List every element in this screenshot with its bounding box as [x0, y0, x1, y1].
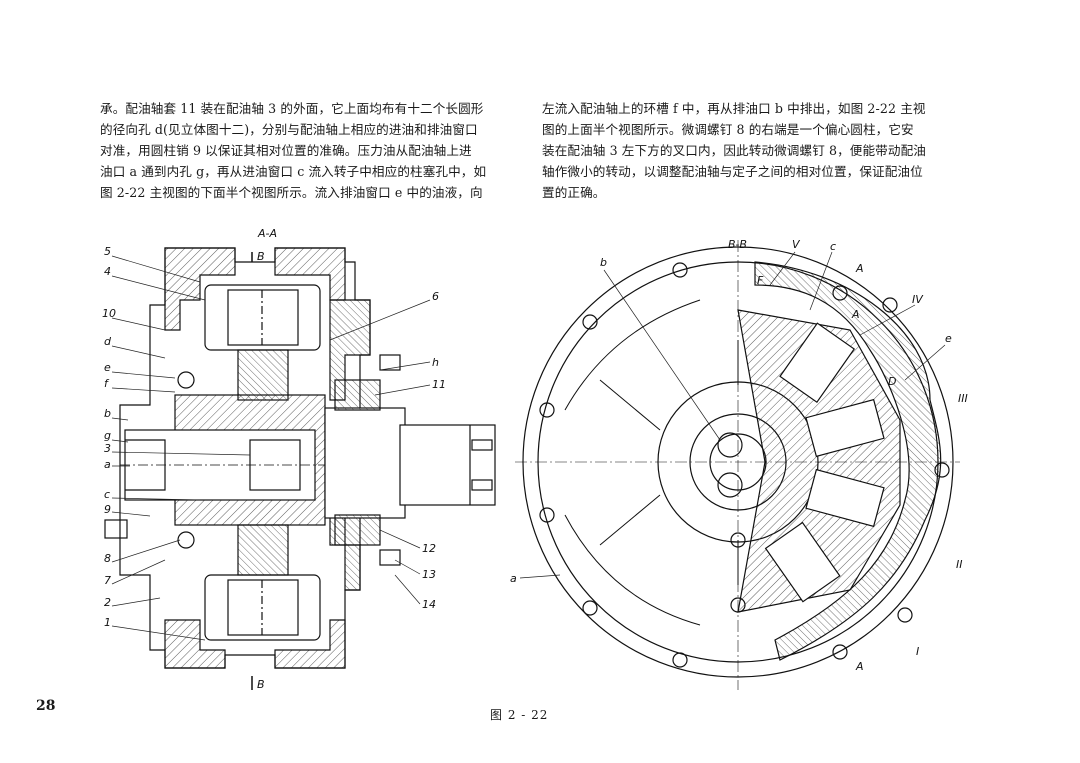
label-h: h: [432, 356, 439, 369]
label-b: b: [104, 407, 111, 420]
figure-caption: 图 2 - 22: [490, 708, 549, 722]
label-2: 2: [104, 596, 111, 609]
section-title-a-a: A-A: [257, 227, 277, 240]
label-3: 3: [104, 442, 111, 455]
text-line: 油口 a 通到内孔 g，再从进油窗口 c 流入转子中相应的柱塞孔中，如: [100, 164, 487, 179]
label-8: 8: [104, 552, 111, 565]
text-line: 左流入配油轴上的环槽 f 中，再从排油口 b 中排出，如图 2-22 主视: [542, 101, 926, 116]
label-g: g: [104, 429, 111, 442]
label-9: 9: [104, 503, 111, 516]
label-4: 4: [104, 265, 111, 278]
text-line: 置的正确。: [542, 185, 606, 200]
label-d-right: D: [888, 375, 896, 388]
label-c: c: [104, 488, 110, 501]
text-line: 图的上面半个视图所示。微调螺钉 8 的右端是一个偏心圆柱，它安: [542, 122, 914, 137]
text-line: 轴作微小的转动，以调整配油轴与定子之间的相对位置，保证配油位: [542, 164, 923, 179]
text-line: 装在配油轴 3 左下方的叉口内，因此转动微调螺钉 8，便能带动配油: [542, 143, 926, 158]
label-e: e: [104, 361, 111, 374]
label-roman-v: V: [792, 238, 801, 251]
label-roman-i: I: [916, 645, 919, 658]
section-title-b-b: B-B: [728, 238, 747, 251]
label-5: 5: [104, 245, 111, 258]
label-1: 1: [104, 616, 111, 629]
text-line: 承。配油轴套 11 装在配油轴 3 的外面，它上面均布有十二个长圆形: [100, 101, 484, 116]
label-e-right: e: [945, 332, 952, 345]
label-d: d: [104, 335, 112, 348]
label-12: 12: [422, 542, 436, 555]
label-13: 13: [422, 568, 436, 581]
left-text-column: 承。配油轴套 11 装在配油轴 3 的外面，它上面均布有十二个长圆形 的径向孔 …: [100, 98, 525, 203]
label-a-right: a: [510, 572, 517, 585]
page-number: 28: [36, 698, 56, 714]
label-roman-ii: II: [956, 558, 963, 571]
right-text-column: 左流入配油轴上的环槽 f 中，再从排油口 b 中排出，如图 2-22 主视 图的…: [542, 98, 952, 203]
leader-lines-right: [519, 251, 946, 579]
label-section-a-bottom: A: [855, 660, 864, 673]
label-section-a-mid: A: [851, 308, 860, 321]
label-6: 6: [432, 290, 439, 303]
section-mark-top: B: [257, 250, 265, 263]
section-view-b-b: [515, 240, 960, 690]
section-view-a-a: [104, 247, 496, 669]
label-c-right: c: [830, 240, 836, 253]
section-mark-bottom: B: [257, 678, 265, 691]
label-b-right: b: [600, 256, 607, 269]
text-line: 图 2-22 主视图的下面半个视图所示。流入排油窗口 e 中的油液，向: [100, 185, 483, 200]
text-line: 对准，用圆柱销 9 以保证其相对位置的准确。压力油从配油轴上进: [100, 143, 472, 158]
label-10: 10: [102, 307, 116, 320]
label-14: 14: [422, 598, 436, 611]
label-7: 7: [104, 574, 111, 587]
label-11: 11: [432, 378, 446, 391]
text-line: 的径向孔 d(见立体图十二)，分别与配油轴上相应的进油和排油窗口: [100, 122, 478, 137]
label-roman-iv: IV: [912, 293, 924, 306]
label-f: f: [104, 377, 110, 390]
label-roman-iii: III: [958, 392, 968, 405]
label-f-right: F: [757, 274, 764, 287]
label-section-a-top: A: [855, 262, 864, 275]
label-a: a: [104, 458, 111, 471]
leader-lines-left: [111, 255, 431, 641]
